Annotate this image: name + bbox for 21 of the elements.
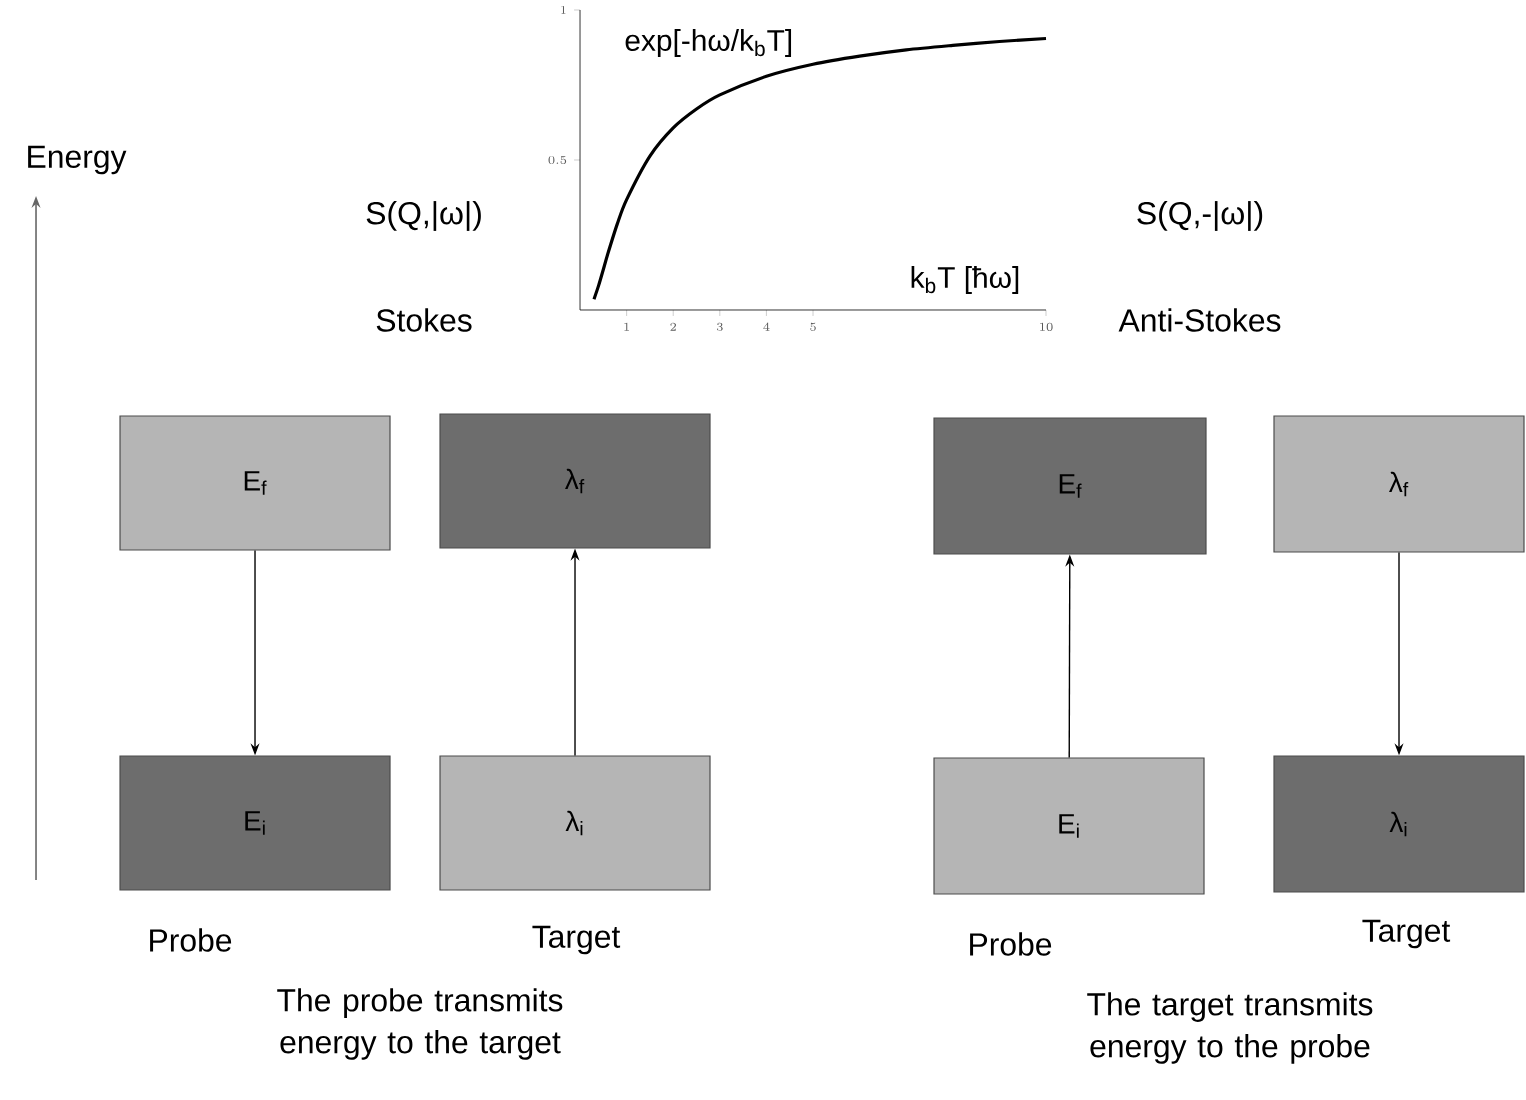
- heading: Stokes: [376, 308, 472, 332]
- box-caption: Probe: [150, 928, 232, 952]
- annotation: exp[-hω/k$_{b}$T]: [625, 29, 792, 57]
- level-box: λ$_{f}$: [439, 413, 711, 549]
- level-box: E$_{i}$: [119, 755, 391, 891]
- box-caption: Probe: [970, 932, 1052, 956]
- caption: The probe transmits energy to the target: [277, 988, 563, 1060]
- level-box: λ$_{f}$: [1273, 415, 1525, 553]
- x-axis-title: k$_{b}$T [ħω]: [911, 266, 1019, 294]
- axis-label: Energy: [28, 145, 127, 175]
- level-box: λ$_{i}$: [1273, 755, 1525, 893]
- level-box: E$_{f}$: [119, 415, 391, 551]
- heading: S(Q,-|ω|): [1137, 201, 1263, 231]
- box-caption: Target: [1362, 919, 1451, 949]
- caption: The target transmits energy to the probe: [1087, 992, 1373, 1064]
- level-box: E$_{i}$: [933, 757, 1205, 895]
- heading: Anti-Stokes: [1118, 308, 1281, 332]
- box-caption: Target: [532, 925, 621, 955]
- level-box: λ$_{i}$: [439, 755, 711, 891]
- heading: S(Q,|ω|): [366, 201, 481, 231]
- level-box: E$_{f}$: [933, 417, 1207, 555]
